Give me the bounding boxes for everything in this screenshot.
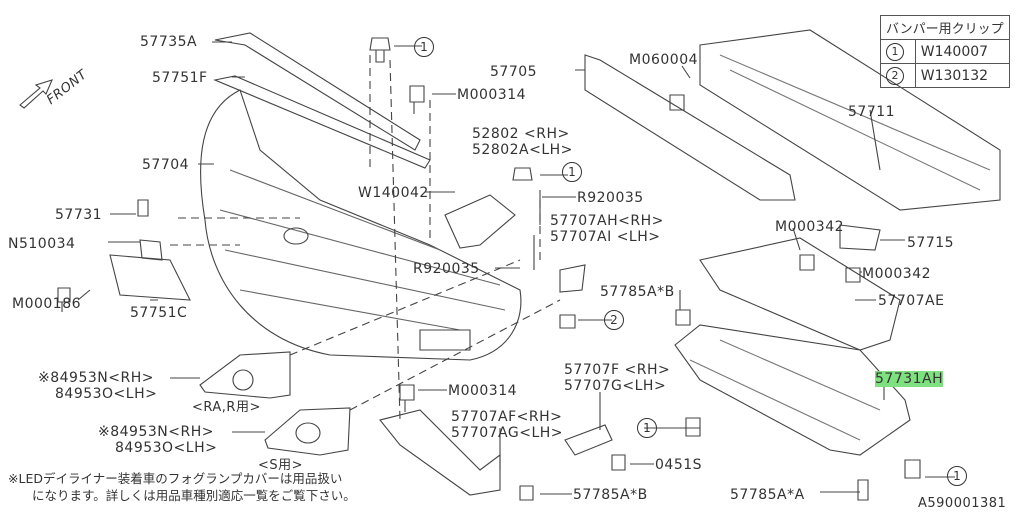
- bolt-m000314-b: [399, 384, 415, 412]
- label-m000186: M000186: [12, 296, 82, 312]
- label-57715: 57715: [907, 235, 955, 251]
- clip-mark-1: 1: [886, 42, 904, 61]
- label-57785aa: 57785A*A: [730, 487, 805, 503]
- clip-w140007-b: [512, 167, 533, 181]
- label-57785ab-2: 57785A*B: [573, 487, 648, 503]
- label-57785ab-1: 57785A*B: [600, 284, 675, 300]
- clip-w140007: [369, 37, 391, 63]
- part-57705: [584, 54, 796, 201]
- clips-lower: [685, 417, 921, 501]
- label-57707f-rh: 57707F <RH>: [564, 362, 671, 378]
- label-57704: 57704: [142, 157, 190, 173]
- fog-ra-lh: 84953O<LH>: [55, 386, 158, 402]
- table-row: 1 W140007: [880, 39, 1010, 64]
- clip-mark-1: 1: [562, 162, 582, 182]
- clip-mark-2: 2: [886, 66, 904, 85]
- bolt-m000314: [409, 85, 425, 114]
- label-fog-s: ※84953N<RH> 84953O<LH>: [98, 424, 217, 456]
- fog-ra-rh: ※84953N<RH>: [38, 370, 154, 386]
- clip-mark-cell: 1: [880, 39, 916, 64]
- label-57707f: 57707F <RH> 57707G<LH>: [564, 362, 670, 394]
- bumper-clip-table: バンパー用クリップ 1 W140007 2 W130132: [880, 15, 1010, 88]
- label-57751c: 57751C: [130, 305, 188, 321]
- part-57707ah: [559, 264, 586, 293]
- clip-w130132: [559, 314, 576, 329]
- clip-mark-cell: 2: [880, 63, 916, 88]
- part-fog-cover-ra: [199, 351, 291, 399]
- part-57707af: [379, 409, 501, 496]
- diagram-id: A590001381: [918, 496, 1007, 511]
- label-57711: 57711: [848, 104, 896, 120]
- label-57735a: 57735A: [140, 34, 198, 50]
- label-57707ah: 57707AH<RH> 57707AI <LH>: [550, 213, 664, 245]
- clip-mark-2: 2: [604, 310, 624, 330]
- label-m060004: M060004: [629, 52, 699, 68]
- clip-mark-1: 1: [947, 466, 967, 486]
- label-m000314-a: M000314: [457, 87, 527, 103]
- screw-0451s: [611, 454, 626, 471]
- table-row: 2 W130132: [880, 63, 1010, 88]
- footnote-line1: ※LEDデイライナー装着車のフォグランプカバーは用品扱い: [8, 471, 343, 486]
- part-57731: [137, 199, 149, 217]
- label-52802: 52802 <RH> 52802A<LH>: [472, 126, 573, 158]
- label-52802-rh: 52802 <RH>: [472, 126, 570, 142]
- label-52802a-lh: 52802A<LH>: [472, 142, 573, 158]
- label-57731ah-highlighted[interactable]: 57731AH: [875, 371, 944, 387]
- label-m000342-a: M000342: [775, 219, 845, 235]
- clip-mark-1: 1: [414, 37, 434, 57]
- label-57707g-lh: 57707G<LH>: [564, 378, 667, 394]
- part-57751c: [109, 254, 191, 301]
- fog-s-grade: <S用>: [258, 458, 304, 473]
- label-57707ae: 57707AE: [878, 293, 945, 309]
- label-n510034: N510034: [8, 236, 76, 252]
- label-57707ah-rh: 57707AH<RH>: [550, 213, 664, 229]
- fog-s-rh: ※84953N<RH>: [98, 424, 214, 440]
- label-57707ai-lh: 57707AI <LH>: [550, 229, 661, 245]
- label-r920035-a: R920035: [577, 190, 644, 206]
- fog-ra-grade: <RA,R用>: [192, 400, 261, 415]
- bolt-m000186: [57, 287, 71, 312]
- part-57711: [699, 29, 1001, 211]
- clip-part-cell: W140007: [914, 39, 1010, 64]
- part-57707f: [564, 424, 613, 456]
- part-n510034: [139, 239, 163, 261]
- part-57731ah: [674, 324, 911, 456]
- label-57707af-rh: 57707AF<RH>: [451, 409, 563, 425]
- label-57751f: 57751F: [152, 70, 208, 86]
- label-0451s: 0451S: [655, 457, 703, 473]
- label-r920035-b: R920035: [413, 261, 480, 277]
- front-arrow-icon: [19, 79, 53, 109]
- label-57707af: 57707AF<RH> 57707AG<LH>: [451, 409, 563, 441]
- footnote: ※LEDデイライナー装着車のフォグランプカバーは用品扱い になります。詳しくは用…: [8, 470, 356, 504]
- label-57705: 57705: [490, 64, 538, 80]
- part-52802: [444, 194, 516, 249]
- bolt-57785ab: [519, 485, 534, 501]
- part-57715: [839, 224, 881, 251]
- clip-part-cell: W130132: [914, 63, 1010, 88]
- label-fog-ra: ※84953N<RH> 84953O<LH>: [38, 370, 157, 402]
- label-57731: 57731: [55, 207, 103, 223]
- label-m000314-b: M000314: [448, 383, 518, 399]
- fog-s-lh: 84953O<LH>: [115, 440, 218, 456]
- clip-mark-1: 1: [637, 418, 657, 438]
- part-57735a: [214, 32, 421, 151]
- clip-table-header: バンパー用クリップ: [880, 15, 1010, 40]
- part-57707ae: [699, 237, 901, 351]
- footnote-line2: になります。詳しくは用品車種別適応一覧をご覧下さい。: [32, 488, 356, 503]
- part-57751f: [213, 75, 431, 169]
- label-w140042: W140042: [358, 185, 429, 201]
- label-m000342-b: M000342: [862, 266, 932, 282]
- label-57707ag-lh: 57707AG<LH>: [451, 425, 564, 441]
- bolts: [675, 254, 861, 326]
- part-fog-cover-s: [264, 407, 351, 456]
- part-57704-bumper: [200, 89, 522, 361]
- bolt-m060004: [669, 94, 685, 111]
